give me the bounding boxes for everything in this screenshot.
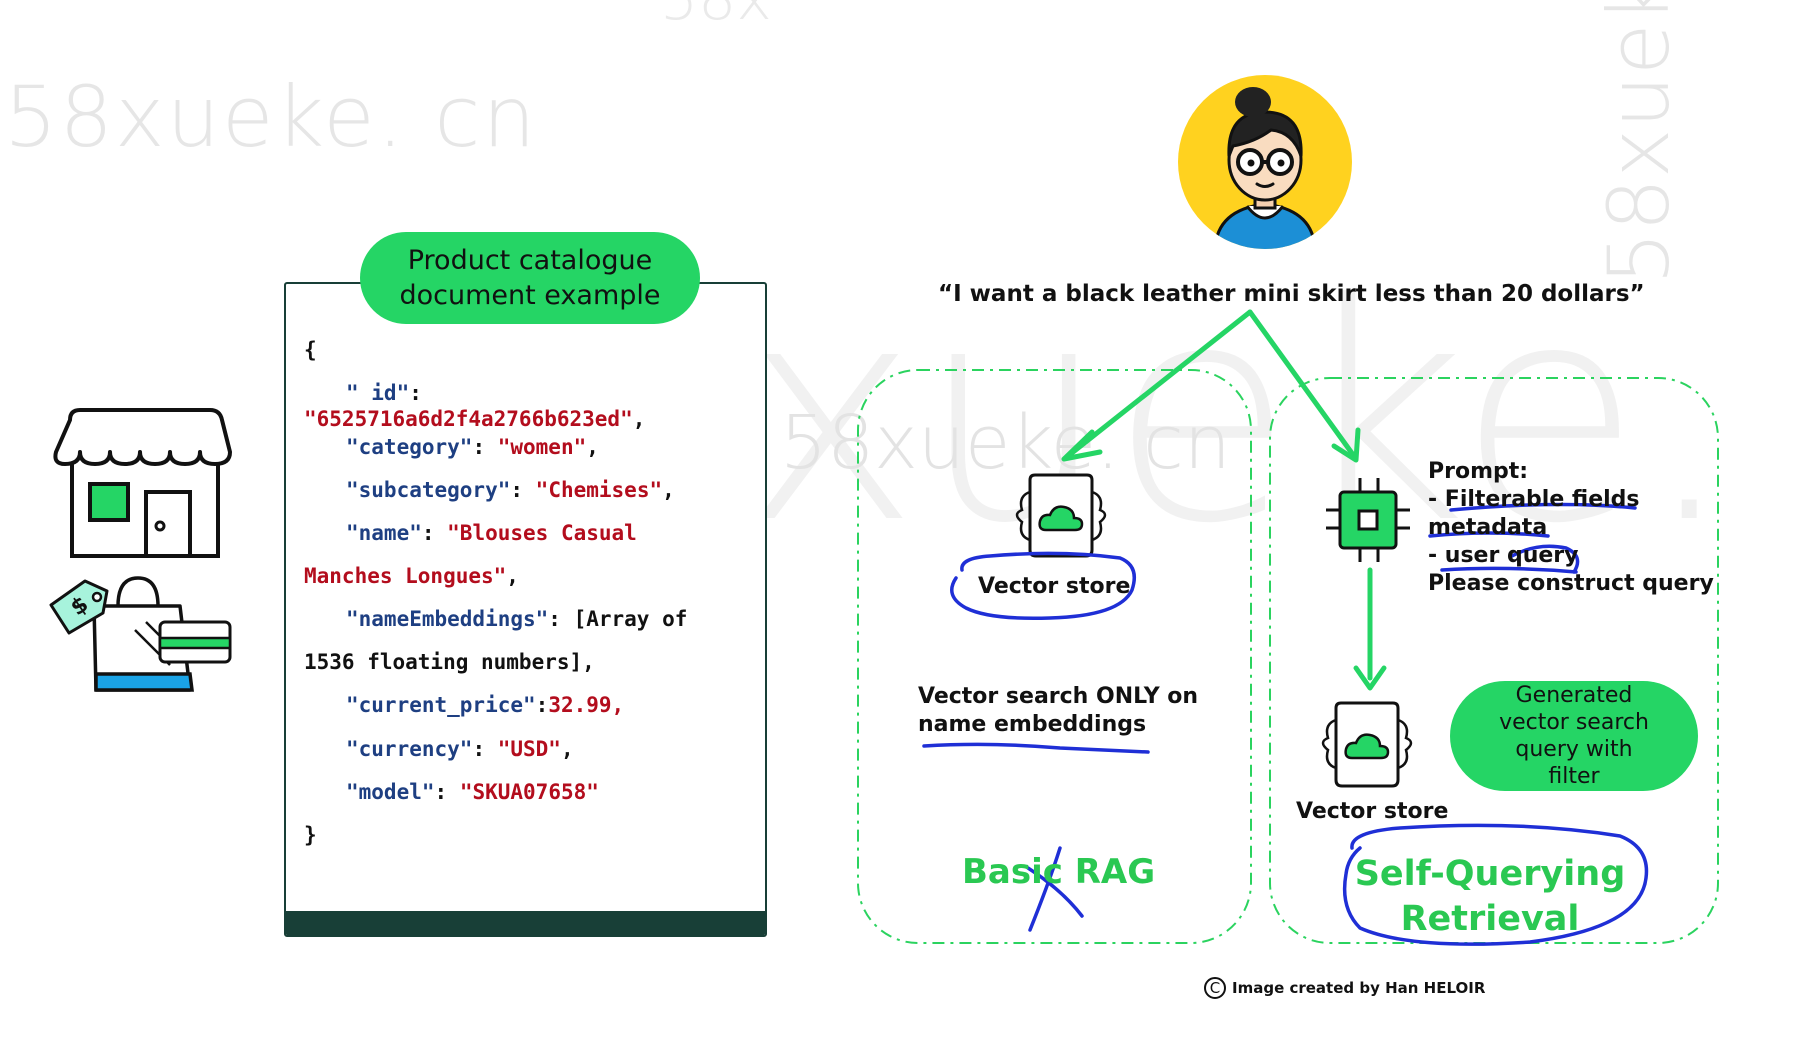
annotation-circle-vector-store <box>950 551 1136 621</box>
json-category: "category": "women", <box>346 435 599 459</box>
credit-card-icon <box>158 620 232 664</box>
annotation-underline-user-query <box>1440 566 1578 574</box>
json-embeddings: "nameEmbeddings": [Array of <box>346 607 688 631</box>
watermark-top-fragment: 58x <box>660 0 772 34</box>
json-id-key: " id": <box>346 381 422 405</box>
json-currency: "currency": "USD", <box>346 737 574 761</box>
chip-icon <box>1326 478 1410 562</box>
annotation-cross-basic-b <box>1026 866 1084 918</box>
credit-text: Image created by Han HELOIR <box>1232 979 1486 997</box>
arrowhead-down <box>1353 665 1387 691</box>
user-query-text: “I want a black leather mini skirt less … <box>938 281 1645 307</box>
prompt-line-user-query: - user query <box>1428 543 1579 568</box>
basic-vector-store-label: Vector store <box>978 574 1131 599</box>
json-price: "current_price":32.99, <box>346 693 625 717</box>
arrow-to-basic-rag <box>1065 309 1253 459</box>
generated-query-pill: Generated vector search query with filte… <box>1450 681 1698 791</box>
json-name-continued: Manches Longues", <box>304 564 519 588</box>
prompt-line-construct: Please construct query <box>1428 571 1714 596</box>
prompt-line-metadata: metadata <box>1428 515 1548 540</box>
basic-rag-title: Basic RAG <box>962 852 1156 892</box>
vector-store-icon <box>1321 701 1413 788</box>
price-tag-icon: $ <box>49 579 109 635</box>
catalogue-card-footer <box>286 911 765 935</box>
shop-icon <box>53 408 232 558</box>
annotation-underline-embeddings <box>922 742 1150 754</box>
json-embeddings-continued: 1536 floating numbers], <box>304 650 595 674</box>
annotation-circle-query <box>1510 544 1580 574</box>
json-id-value: "6525716a6d2f4a2766b623ed", <box>304 407 646 431</box>
arrow-to-self-query <box>1247 309 1357 459</box>
catalogue-title-pill: Product catalogue document example <box>360 232 700 324</box>
prompt-line-filterable: - Filterable fields <box>1428 487 1640 512</box>
arrowhead-basic <box>1061 429 1103 462</box>
json-subcategory: "subcategory": "Chemises", <box>346 478 675 502</box>
prompt-block: Prompt: - Filterable fields metadata - u… <box>1428 458 1714 598</box>
watermark-top-left: 58xueke. cn <box>4 68 538 166</box>
vector-store-icon <box>1015 473 1107 558</box>
json-close-brace: } <box>304 823 317 847</box>
annotation-underline-filterable <box>1449 502 1637 512</box>
copyright-icon: C <box>1204 977 1226 999</box>
watermark-small: 58xueke. cn <box>780 400 1231 486</box>
json-open-brace: { <box>304 338 317 362</box>
annotation-circle-self-query <box>1342 823 1649 946</box>
annotation-cross-basic-a <box>1028 846 1062 932</box>
json-name: "name": "Blouses Casual <box>346 521 637 545</box>
arrowhead-self <box>1331 427 1361 463</box>
prompt-title: Prompt: <box>1428 459 1529 484</box>
self-query-title: Self-Querying Retrieval <box>1354 854 1626 939</box>
catalogue-document-card <box>284 282 767 937</box>
user-avatar-icon <box>1178 75 1352 249</box>
self-vector-store-label: Vector store <box>1296 799 1449 824</box>
basic-rag-description: Vector search ONLY on name embeddings <box>918 684 1199 737</box>
image-credit: C Image created by Han HELOIR <box>1204 977 1485 999</box>
basic-rag-panel <box>857 369 1252 944</box>
annotation-underline-metadata <box>1428 531 1550 538</box>
json-model: "model": "SKUA07658" <box>346 780 599 804</box>
